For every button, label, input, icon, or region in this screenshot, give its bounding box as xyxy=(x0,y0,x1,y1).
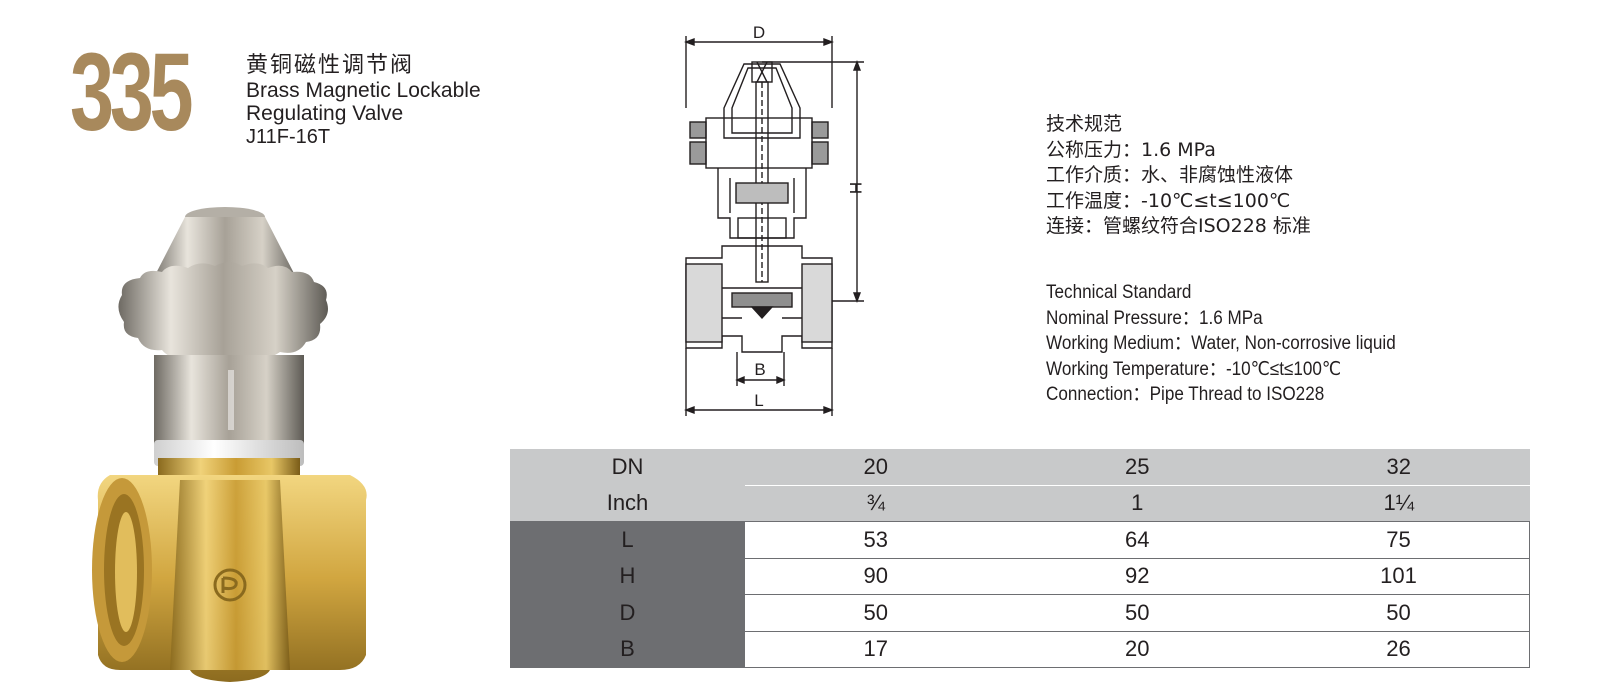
spec-en-connection: Connection：Pipe Thread to ISO228 xyxy=(1046,384,1325,405)
spec-cn-connection: 连接：管螺纹符合ISO228 标准 xyxy=(1046,215,1311,237)
spec-cn-temperature: 工作温度：-10℃≤t≤100℃ xyxy=(1046,189,1291,212)
table-cell: 64 xyxy=(1006,521,1268,559)
spec-cn-heading: 技术规范 xyxy=(1046,113,1123,135)
header-cell: 20 xyxy=(745,449,1007,486)
table-cell: 50 xyxy=(1268,594,1530,632)
row-label: L xyxy=(510,521,745,559)
spec-cn-pressure: 公称压力：1.6 MPa xyxy=(1046,138,1216,161)
table-row: D 50 50 50 xyxy=(510,594,1530,632)
header-label: DN xyxy=(510,449,745,485)
title-chinese: 黄铜磁性调节阀 xyxy=(246,53,415,78)
table-row: L 53 64 75 xyxy=(510,521,1530,559)
table-cell: 17 xyxy=(745,630,1007,668)
table-cell: 50 xyxy=(1006,594,1268,632)
header-cell: 25 xyxy=(1006,449,1268,486)
model-number: 335 xyxy=(70,31,193,154)
table-header-row-inch: Inch ¾ 1 1¼ xyxy=(510,485,1530,522)
dim-label-b: B xyxy=(754,360,765,379)
table-cell: 53 xyxy=(745,521,1007,559)
header-label: Inch xyxy=(510,485,745,522)
spec-cn-medium: 工作介质：水、非腐蚀性液体 xyxy=(1046,164,1294,186)
valve-product-photo xyxy=(92,207,367,682)
dimension-table: DN 20 25 32 Inch ¾ 1 1¼ L 53 64 75 H 90 … xyxy=(510,449,1530,668)
table-cell: 20 xyxy=(1006,630,1268,668)
model-code: J11F-16T xyxy=(246,125,331,148)
spec-en-temperature: Working Temperature：-10℃≤t≤100℃ xyxy=(1046,358,1342,380)
table-header-row-dn: DN 20 25 32 xyxy=(510,449,1530,486)
table-cell: 90 xyxy=(745,557,1007,595)
table-row: H 90 92 101 xyxy=(510,557,1530,595)
brand-logo-mark xyxy=(213,568,247,602)
row-label: H xyxy=(510,557,745,595)
row-label: D xyxy=(510,594,745,632)
spec-en-pressure: Nominal Pressure：1.6 MPa xyxy=(1046,307,1263,329)
table-cell: 75 xyxy=(1268,521,1530,559)
spec-english: Technical Standard Nominal Pressure：1.6 … xyxy=(1046,280,1396,408)
spec-en-heading: Technical Standard xyxy=(1046,282,1192,303)
title-english-line1: Brass Magnetic Lockable xyxy=(246,78,481,102)
spec-chinese: 技术规范 公称压力：1.6 MPa 工作介质：水、非腐蚀性液体 工作温度：-10… xyxy=(1046,112,1311,240)
table-cell: 92 xyxy=(1006,557,1268,595)
table-cell: 101 xyxy=(1268,557,1530,595)
dim-label-l: L xyxy=(754,391,763,410)
spec-en-medium: Working Medium：Water, Non-corrosive liqu… xyxy=(1046,333,1396,354)
table-cell: 26 xyxy=(1268,630,1530,668)
title-english-line2: Regulating Valve xyxy=(246,102,404,126)
row-label: B xyxy=(510,630,745,668)
title-block: 黄铜磁性调节阀 Brass Magnetic Lockable Regulati… xyxy=(246,53,481,148)
dim-label-h: H xyxy=(846,182,865,194)
dim-label-d: D xyxy=(753,23,765,42)
header-cell: ¾ xyxy=(745,485,1007,522)
valve-cross-section-drawing: D H B L xyxy=(684,23,865,416)
table-cell: 50 xyxy=(745,594,1007,632)
header-cell: 32 xyxy=(1268,449,1530,486)
header-cell: 1 xyxy=(1006,485,1268,522)
header-cell: 1¼ xyxy=(1268,485,1530,522)
table-row: B 17 20 26 xyxy=(510,630,1530,668)
